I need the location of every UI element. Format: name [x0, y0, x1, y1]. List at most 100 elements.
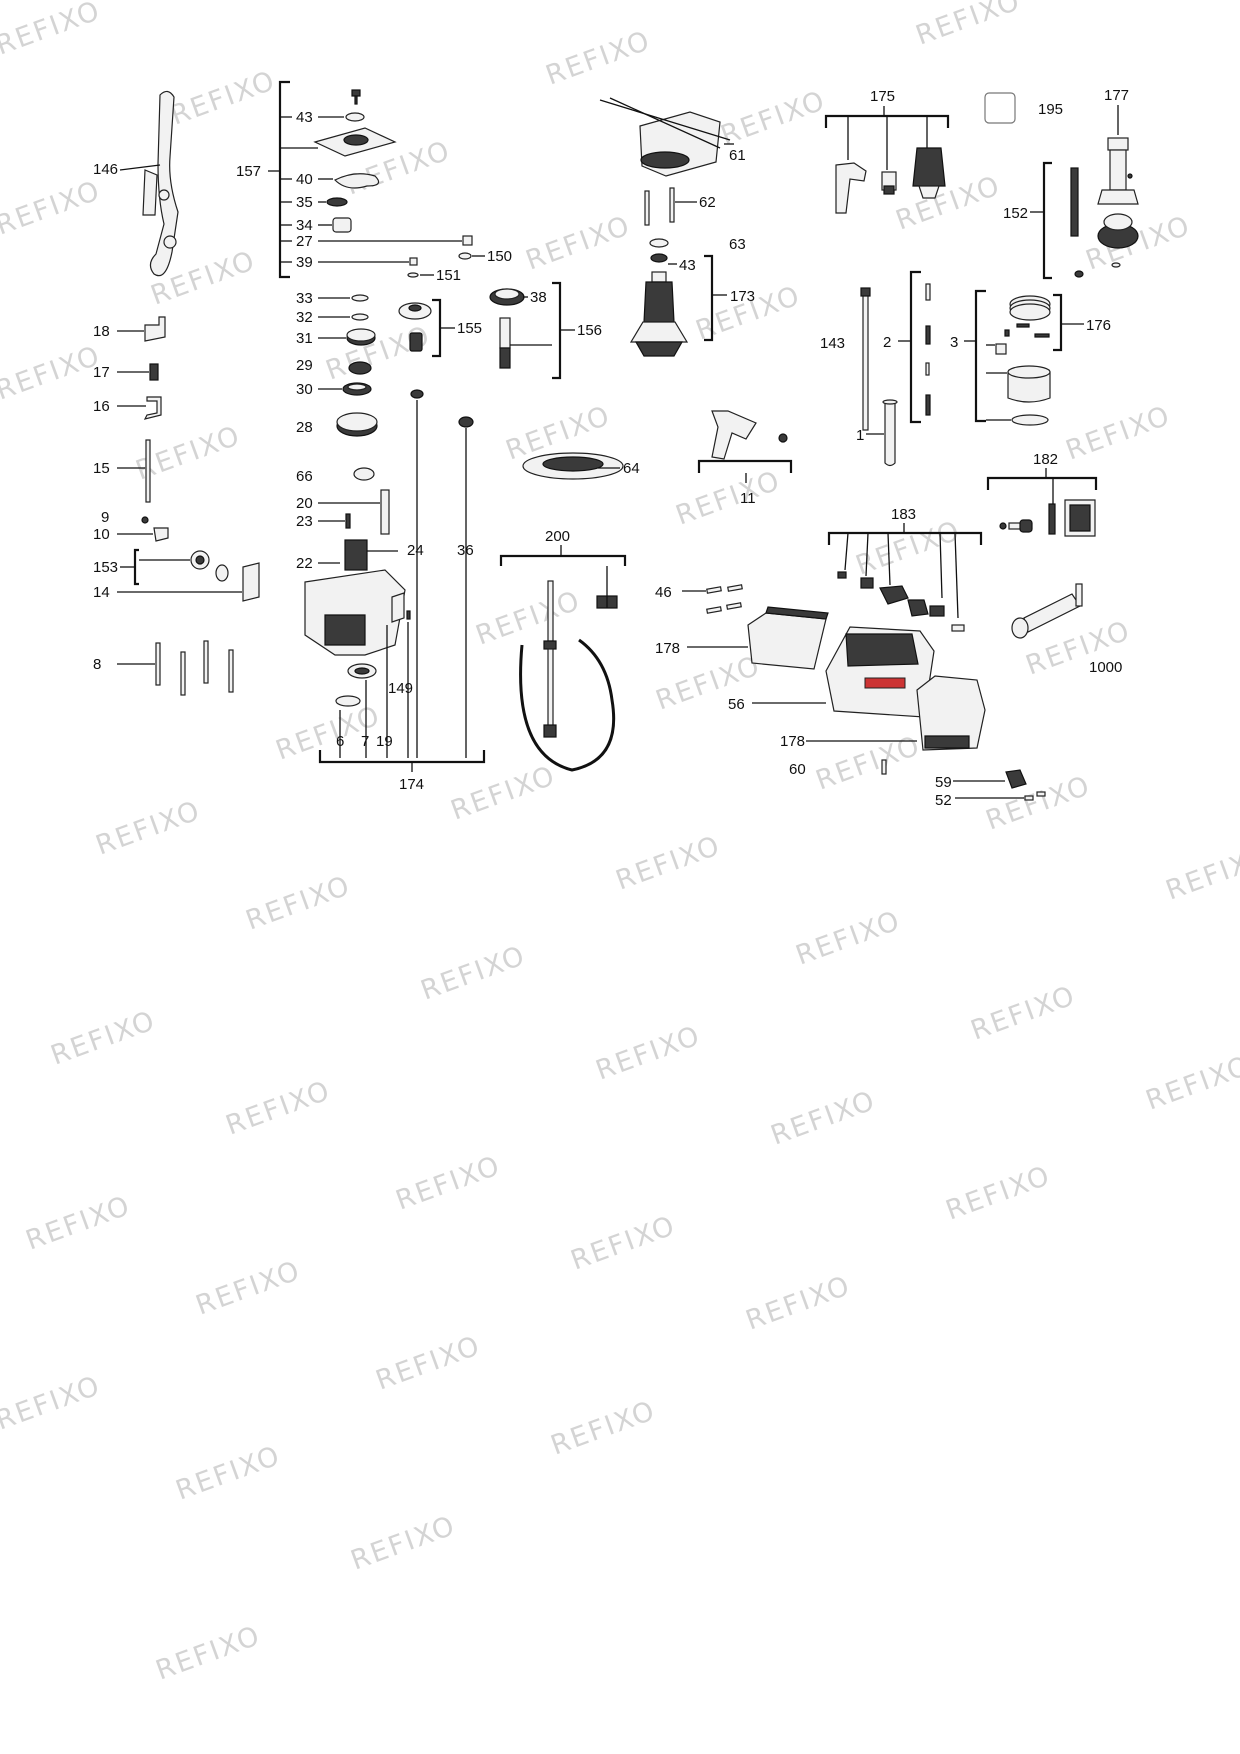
watermark: REFIXO: [167, 65, 280, 132]
label-146: 146: [93, 161, 118, 178]
label-43-motor: 43: [679, 257, 696, 274]
label-46: 46: [655, 584, 672, 601]
label-28: 28: [296, 419, 313, 436]
label-40: 40: [296, 171, 313, 188]
label-152: 152: [1003, 205, 1028, 222]
right-top-parts: 175 195 177 152: [824, 87, 1139, 280]
label-36: 36: [457, 542, 474, 559]
label-22: 22: [296, 555, 313, 572]
label-64: 64: [623, 460, 640, 477]
label-62: 62: [699, 194, 716, 211]
label-149: 149: [388, 680, 413, 697]
watermark: REFIXO: [652, 650, 765, 717]
watermark: REFIXO: [22, 1190, 135, 1257]
watermark: REFIXO: [447, 760, 560, 827]
watermark: REFIXO: [0, 175, 105, 242]
label-157: 157: [236, 163, 261, 180]
watermark: REFIXO: [852, 515, 965, 582]
label-43-top: 43: [296, 109, 313, 126]
watermark-layer: REFIXO REFIXO REFIXO REFIXO REFIXO REFIX…: [0, 0, 1240, 1687]
watermark: REFIXO: [942, 1160, 1055, 1227]
label-7: 7: [361, 733, 369, 750]
watermark: REFIXO: [612, 830, 725, 897]
watermark: REFIXO: [1062, 400, 1175, 467]
label-31: 31: [296, 330, 313, 347]
label-33: 33: [296, 290, 313, 307]
label-15: 15: [93, 460, 110, 477]
watermark: REFIXO: [47, 1005, 160, 1072]
label-35: 35: [296, 194, 313, 211]
label-24: 24: [407, 542, 424, 559]
watermark: REFIXO: [742, 1270, 855, 1337]
label-173: 173: [730, 288, 755, 305]
label-143: 143: [820, 335, 845, 352]
watermark: REFIXO: [1082, 210, 1195, 277]
label-60: 60: [789, 761, 806, 778]
label-38: 38: [530, 289, 547, 306]
watermark: REFIXO: [192, 1255, 305, 1322]
watermark: REFIXO: [672, 465, 785, 532]
label-156: 156: [577, 322, 602, 339]
left-column-parts: 146 18 17 16 15 9 10 153 14: [93, 90, 260, 696]
label-19: 19: [376, 733, 393, 750]
label-150: 150: [487, 248, 512, 265]
watermark: REFIXO: [1162, 840, 1240, 907]
grease-tube-part: 1000: [1011, 583, 1122, 676]
label-63: 63: [729, 236, 746, 253]
watermark: REFIXO: [967, 980, 1080, 1047]
watermark: REFIXO: [92, 795, 205, 862]
label-30: 30: [296, 381, 313, 398]
watermark: REFIXO: [812, 730, 925, 797]
label-174: 174: [399, 776, 424, 793]
watermark: REFIXO: [347, 1510, 460, 1577]
watermark: REFIXO: [222, 1075, 335, 1142]
watermark: REFIXO: [0, 340, 105, 407]
watermark: REFIXO: [592, 1020, 705, 1087]
cable-assembly: 200: [499, 528, 627, 772]
label-61: 61: [729, 147, 746, 164]
brush-holder-group: 183: [827, 506, 983, 632]
label-178-upper: 178: [655, 640, 680, 657]
label-56: 56: [728, 696, 745, 713]
gears-column: 33 32 31 29 30 28 66 20 23 22 155: [296, 281, 602, 572]
label-183: 183: [891, 506, 916, 523]
label-177: 177: [1104, 87, 1129, 104]
label-151: 151: [436, 267, 461, 284]
watermark: REFIXO: [767, 1085, 880, 1152]
watermark: REFIXO: [547, 1395, 660, 1462]
watermark: REFIXO: [542, 25, 655, 92]
watermark: REFIXO: [567, 1210, 680, 1277]
watermark: REFIXO: [912, 0, 1025, 52]
label-200: 200: [545, 528, 570, 545]
label-18: 18: [93, 323, 110, 340]
watermark: REFIXO: [892, 170, 1005, 237]
label-16: 16: [93, 398, 110, 415]
side-handle-part: [149, 90, 179, 277]
label-11: 11: [740, 490, 756, 507]
watermark: REFIXO: [982, 770, 1095, 837]
label-10: 10: [93, 526, 110, 543]
label-176: 176: [1086, 317, 1111, 334]
label-9: 9: [101, 509, 109, 526]
label-39: 39: [296, 254, 313, 271]
right-middle-parts: 143 1 2 3 176: [820, 270, 1111, 467]
label-34: 34: [296, 217, 313, 234]
label-6: 6: [336, 733, 344, 750]
label-29: 29: [296, 357, 313, 374]
switch-cover-group: 182: [986, 451, 1098, 537]
label-32: 32: [296, 309, 313, 326]
watermark: REFIXO: [0, 0, 105, 62]
label-23: 23: [296, 513, 313, 530]
watermark: REFIXO: [792, 905, 905, 972]
label-27: 27: [296, 233, 313, 250]
motor-parts: 61 62 63 43 173 64 11: [522, 97, 793, 507]
watermark: REFIXO: [0, 1370, 105, 1437]
watermark: REFIXO: [172, 1440, 285, 1507]
label-3: 3: [950, 334, 958, 351]
watermark: REFIXO: [322, 320, 435, 387]
label-20: 20: [296, 495, 313, 512]
label-2: 2: [883, 334, 891, 351]
gear-housing-assembly: 24 36 149 6 7 19 174: [304, 389, 486, 793]
watermark: REFIXO: [522, 210, 635, 277]
